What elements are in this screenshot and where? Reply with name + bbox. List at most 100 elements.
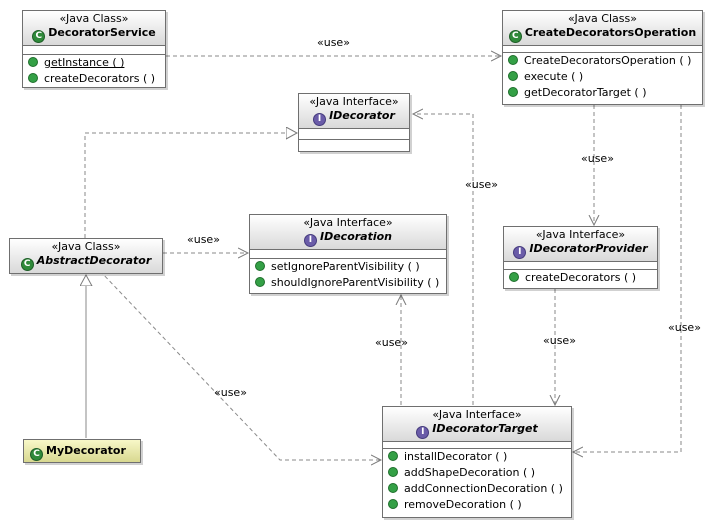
class-name-text: MyDecorator [46,444,126,457]
interface-icon: I [313,113,327,126]
edge-label-target-to-idecorator: «use» [465,178,498,191]
edge-operation-to-target[interactable] [573,105,682,452]
methods-compartment: setIgnoreParentVisibility ( ) shouldIgno… [250,259,446,291]
method-name: createDecorators ( ) [44,72,156,85]
class-name-text: DecoratorService [48,26,156,39]
edge-abstract-to-target[interactable] [99,270,381,460]
method-name: createDecorators ( ) [525,271,637,284]
public-method-icon [255,277,265,287]
stereotype-label: «Java Interface» [432,408,522,421]
method-row[interactable]: CreateDecoratorsOperation ( ) [503,53,702,69]
class-name-text: CreateDecoratorsOperation [524,26,697,39]
method-row[interactable]: removeDecoration ( ) [383,497,571,513]
stereotype-label: «Java Interface» [309,95,399,108]
method-row[interactable]: getDecoratorTarget ( ) [503,85,702,101]
attributes-compartment [504,262,657,270]
interface-name-text: IDecoratorProvider [529,242,648,255]
stereotype-label: «Java Interface» [303,216,393,229]
edge-label-abstract-to-idecoration: «use» [187,233,220,246]
interface-icon: I [513,246,527,259]
attributes-compartment [383,442,571,449]
interface-name-text: IDecoratorTarget [432,422,538,435]
method-row[interactable]: execute ( ) [503,69,702,85]
method-row[interactable]: addConnectionDecoration ( ) [383,481,571,497]
method-name: setIgnoreParentVisibility ( ) [271,260,420,273]
method-name: execute ( ) [524,70,584,83]
public-method-icon [388,499,398,509]
edge-target-to-idecorator[interactable] [413,114,474,405]
method-row[interactable]: setIgnoreParentVisibility ( ) [250,259,446,275]
public-method-icon [508,55,518,65]
class-icon: C [30,448,43,461]
method-row[interactable]: addShapeDecoration ( ) [383,465,571,481]
public-method-icon [508,87,518,97]
methods-compartment [299,140,409,152]
public-method-icon [28,73,38,83]
interface-name-text: IDecoration [319,230,393,243]
edge-label-operation-to-target: «use» [668,321,701,334]
edge-label-provider-to-target: «use» [543,334,576,347]
class-name-text: AbstractDecorator [36,254,152,267]
attributes-compartment [299,129,409,140]
method-name: removeDecoration ( ) [404,498,522,511]
interface-name-text: IDecorator [329,109,395,122]
public-method-icon [388,451,398,461]
method-name: shouldIgnoreParentVisibility ( ) [271,276,440,289]
attributes-compartment [23,46,165,55]
attributes-compartment [250,250,446,259]
method-row[interactable]: shouldIgnoreParentVisibility ( ) [250,275,446,291]
methods-compartment: createDecorators ( ) [504,270,657,286]
method-name: installDecorator ( ) [404,450,508,463]
stereotype-label: «Java Interface» [535,228,626,241]
methods-compartment: CreateDecoratorsOperation ( ) execute ( … [503,53,702,101]
class-icon: C [32,30,46,43]
edge-abstract-realizes-idecorator[interactable] [84,133,297,238]
method-name: CreateDecoratorsOperation ( ) [524,54,692,67]
method-name: addShapeDecoration ( ) [404,466,536,479]
method-row[interactable]: getInstance ( ) [23,55,165,71]
public-method-icon [388,483,398,493]
method-row[interactable]: createDecorators ( ) [23,71,165,87]
stereotype-label: «Java Class» [568,12,637,25]
public-method-icon [508,71,518,81]
methods-compartment: installDecorator ( ) addShapeDecoration … [383,449,571,513]
edge-label-service-to-operation: «use» [317,36,350,49]
stereotype-label: «Java Class» [51,240,121,253]
edge-label-operation-to-provider: «use» [581,152,614,165]
method-name: addConnectionDecoration ( ) [404,482,563,495]
public-method-icon [255,261,265,271]
method-name: getInstance ( ) [44,56,125,69]
edge-label-target-to-idecoration: «use» [375,336,408,349]
class-icon: C [508,30,522,43]
class-icon: C [20,258,34,271]
method-row[interactable]: createDecorators ( ) [504,270,657,286]
method-row[interactable]: installDecorator ( ) [383,449,571,465]
interface-icon: I [416,426,430,439]
